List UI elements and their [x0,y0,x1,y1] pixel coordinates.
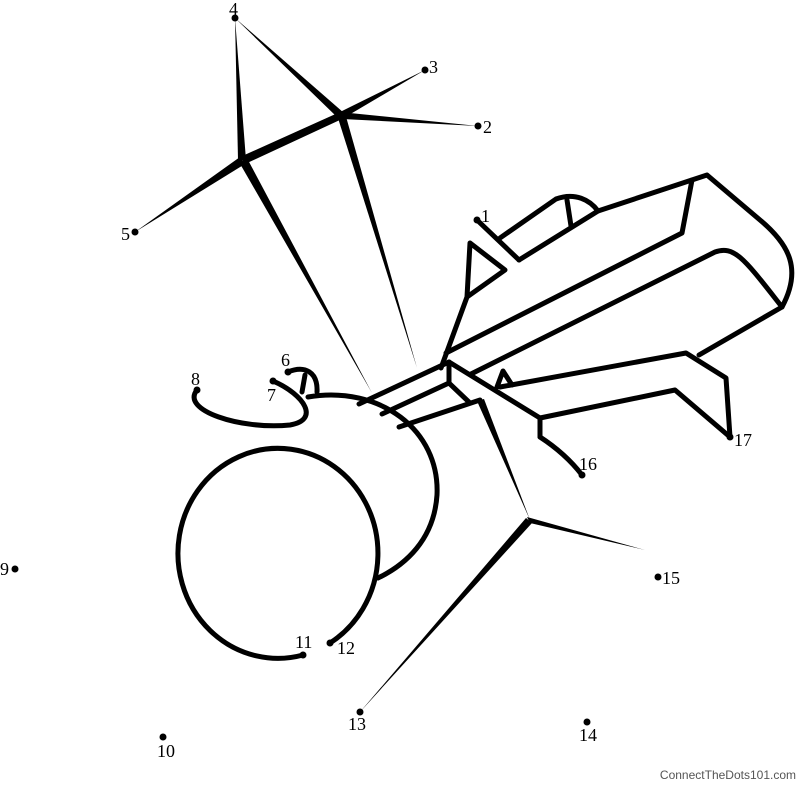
label-12: 12 [337,638,355,658]
label-7: 7 [267,385,276,405]
dot-17[interactable] [726,433,734,441]
dot-9[interactable] [11,565,19,573]
label-17: 17 [734,430,752,450]
label-13: 13 [348,714,366,734]
dot-15[interactable] [654,573,662,581]
dots [11,14,734,741]
dot-5[interactable] [131,228,139,236]
label-5: 5 [121,224,130,244]
label-9: 9 [0,559,9,579]
dot-10[interactable] [159,733,167,741]
star-shape [135,18,478,393]
label-1: 1 [481,206,490,226]
dot-7[interactable] [269,377,277,385]
spaceship [175,172,795,712]
label-11: 11 [295,632,312,652]
label-6: 6 [281,350,290,370]
label-4: 4 [229,0,238,19]
dot-1[interactable] [473,216,481,224]
label-14: 14 [579,725,597,745]
dot-14[interactable] [583,718,591,726]
label-16: 16 [579,454,597,474]
dot-labels: 1 2 3 4 5 6 7 8 9 10 11 12 13 14 15 16 1… [0,0,752,761]
label-15: 15 [662,568,680,588]
label-2: 2 [483,117,492,137]
label-3: 3 [429,57,438,77]
label-10: 10 [157,741,175,761]
dot-8[interactable] [193,386,201,394]
dot-2[interactable] [474,122,482,130]
dot-13[interactable] [356,708,364,716]
dot-6[interactable] [284,368,292,376]
dot-12[interactable] [326,639,334,647]
dot-16[interactable] [578,471,586,479]
dot-4[interactable] [231,14,239,22]
dot-3[interactable] [421,66,429,74]
label-8: 8 [191,369,200,389]
watermark: ConnectTheDots101.com [659,768,796,782]
dot-11[interactable] [299,651,307,659]
